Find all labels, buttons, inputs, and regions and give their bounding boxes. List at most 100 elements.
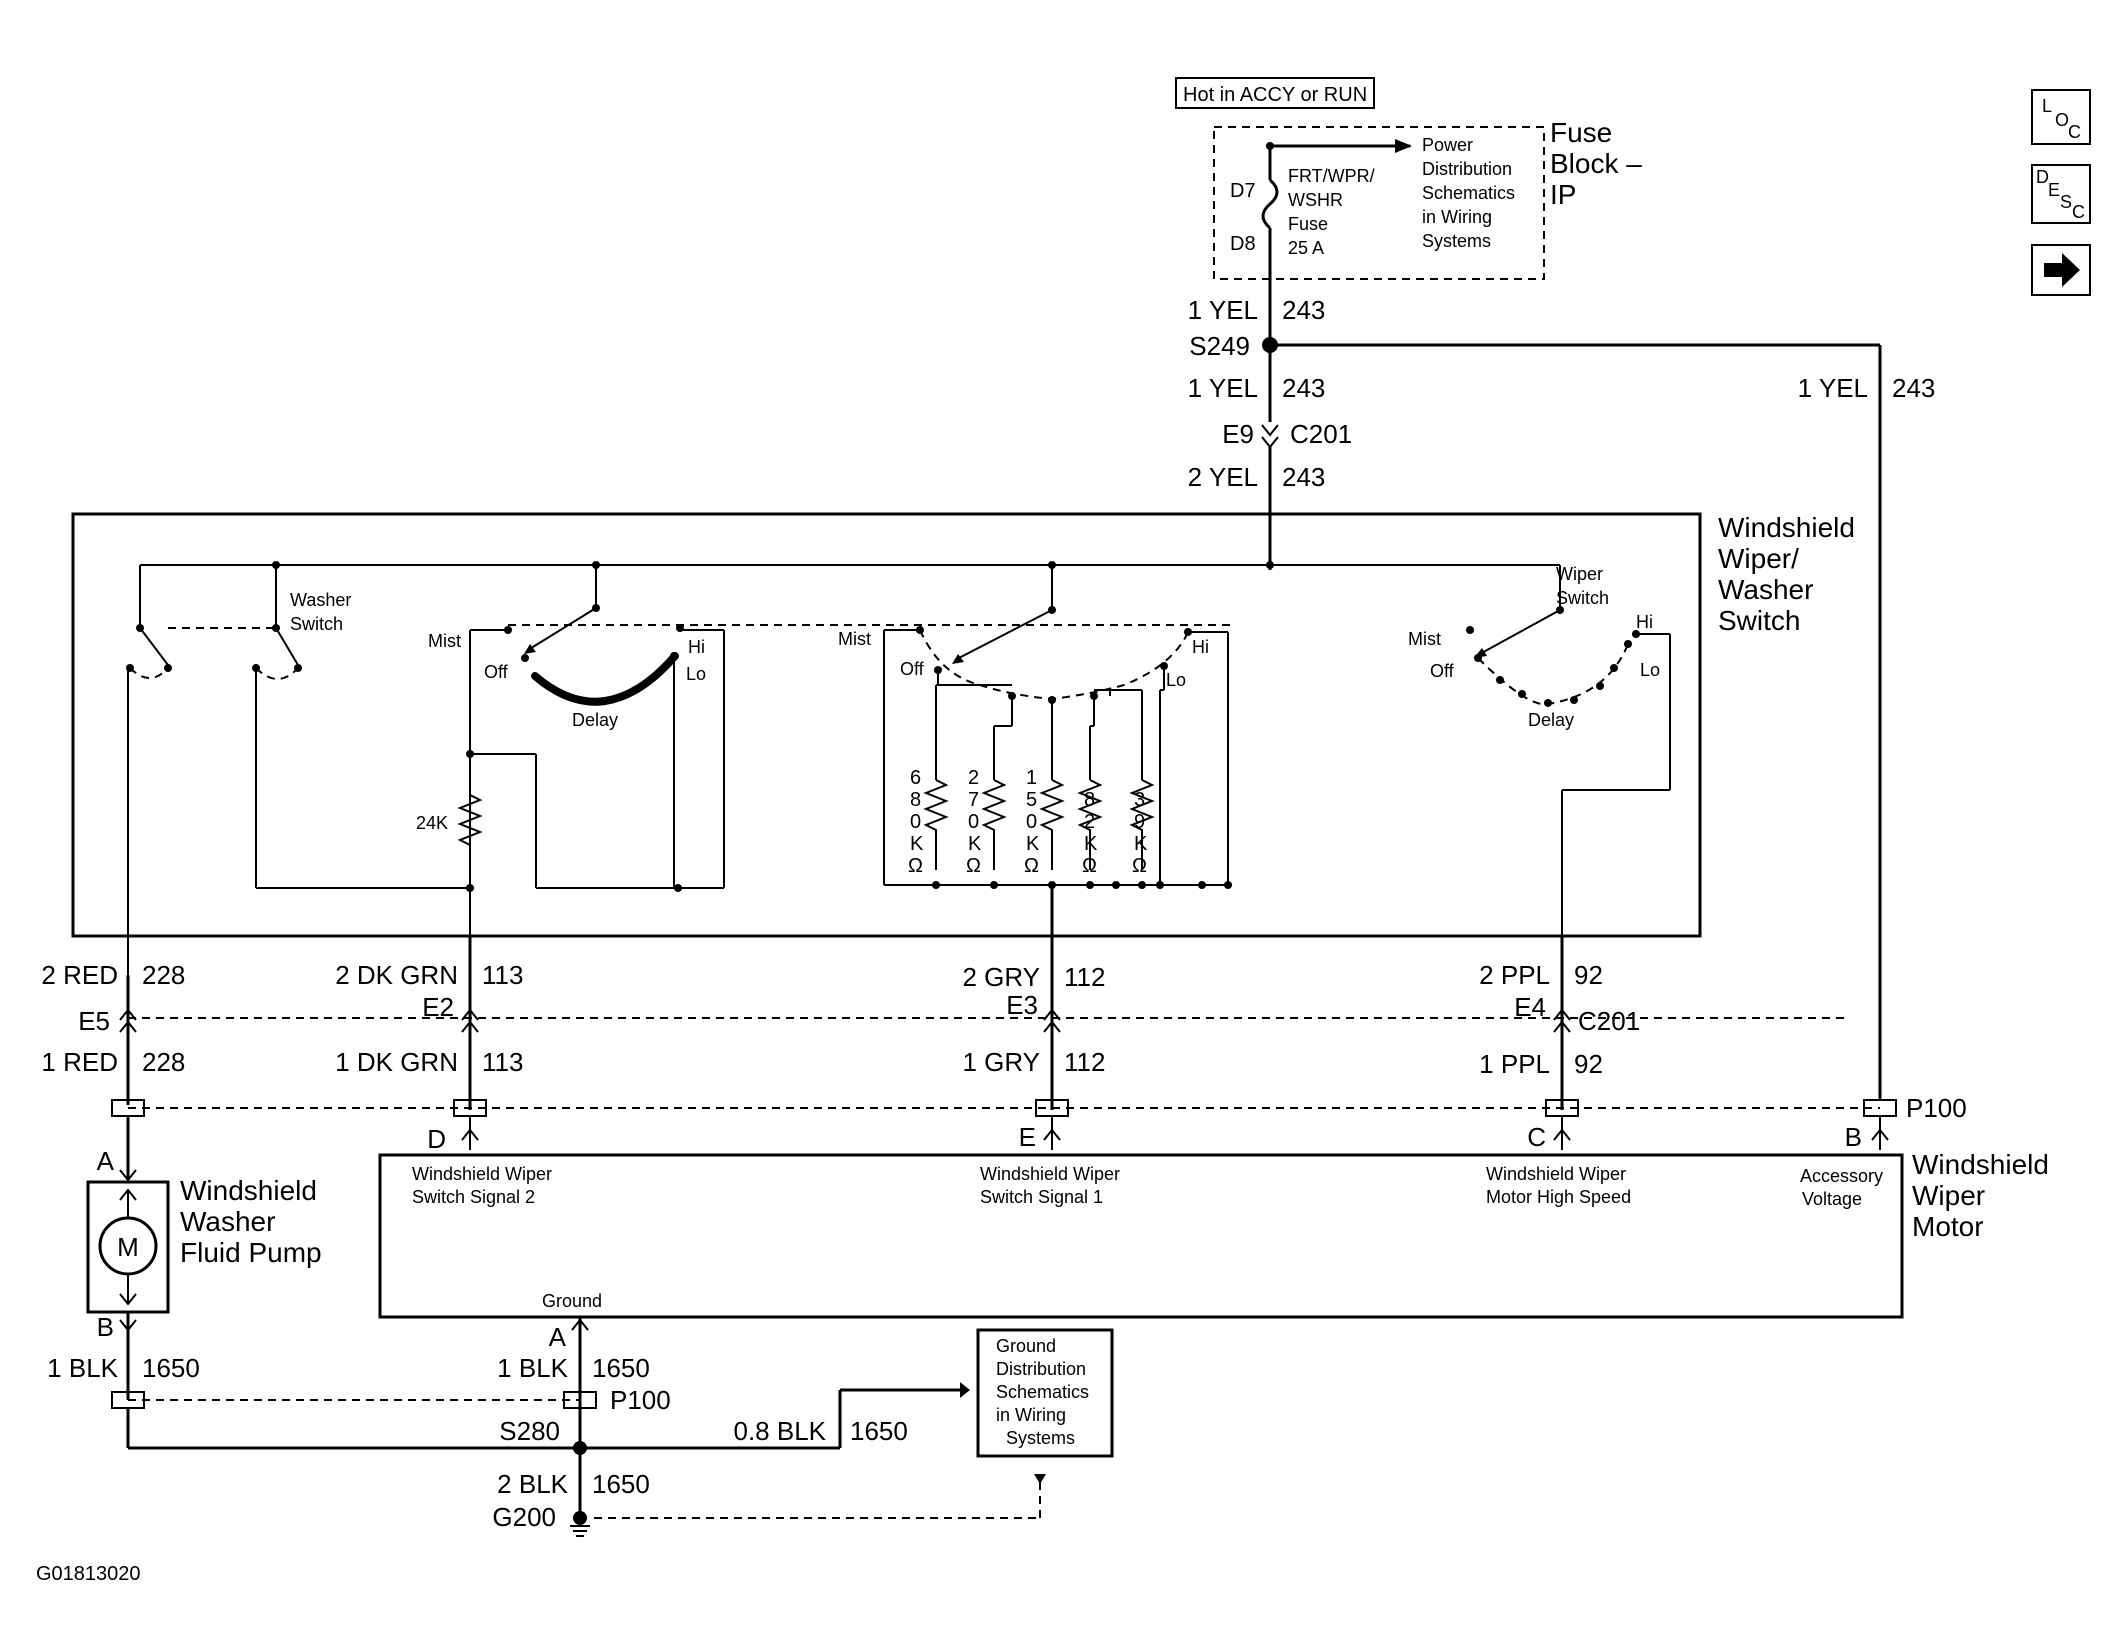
ground-ref-gauge: 0.8 BLK [733, 1416, 826, 1446]
ground-main-circuit: 1650 [592, 1469, 650, 1499]
fuse-block-title-1: Fuse [1550, 117, 1612, 148]
motor-signal1-line2: Switch Signal 1 [980, 1187, 1103, 1207]
left-off-label: Off [484, 662, 509, 682]
r680-char-2: 8 [910, 789, 921, 811]
power-ref-3: Schematics [1422, 183, 1515, 203]
fuse-text-3: Fuse [1288, 214, 1328, 234]
ground-pump-circuit: 1650 [142, 1353, 200, 1383]
switch-title-4: Switch [1718, 605, 1800, 636]
next-button[interactable] [2031, 244, 2091, 296]
r39-char-4: Ω [1132, 855, 1147, 877]
motor-title-2: Wiper [1912, 1180, 1985, 1211]
r680-char-1: 6 [910, 767, 921, 789]
r270-char-3: 0 [968, 811, 979, 833]
r150-char-2: 5 [1026, 789, 1037, 811]
feed-splice-label: S249 [1189, 331, 1250, 361]
resistor-270k-label: 2 7 0 K Ω [966, 767, 982, 877]
wire3-top-gauge: 2 PPL [1479, 960, 1550, 990]
pump-pin-a: A [97, 1146, 115, 1176]
p100-label: P100 [1906, 1093, 1967, 1123]
ground-ref-1: Ground [996, 1336, 1056, 1356]
ground-splice-label: S280 [499, 1416, 560, 1446]
r270-char-2: 7 [968, 789, 979, 811]
wiper-switch-label-2: Switch [1556, 588, 1609, 608]
pump-title-1: Windshield [180, 1175, 317, 1206]
wire3-bottom-gauge: 1 PPL [1479, 1049, 1550, 1079]
mid-hi-label: Hi [1192, 637, 1209, 657]
motor-signal2-line1: Windshield Wiper [412, 1164, 552, 1184]
loc-letter-l: L [2042, 96, 2052, 116]
wire1-motor-pin: D [427, 1124, 446, 1154]
resistor-680k-icon [923, 779, 949, 870]
motor-accessory-line1: Accessory [1800, 1166, 1883, 1186]
wire1-bottom-gauge: 1 DK GRN [335, 1047, 458, 1077]
c201-label: C201 [1578, 1006, 1640, 1036]
loc-button[interactable]: L O C [2031, 89, 2091, 145]
wire1-pin: E2 [422, 992, 454, 1022]
right-arrow-icon [2044, 253, 2080, 287]
loc-letter-o: O [2055, 110, 2069, 130]
resistor-82k-icon [1077, 779, 1103, 870]
wire1-top-gauge: 2 DK GRN [335, 960, 458, 990]
resistor-24k-label: 24K [416, 813, 448, 833]
fuse-text-1: FRT/WPR/ [1288, 166, 1375, 186]
pump-motor-symbol: M [117, 1232, 139, 1262]
motor-ground-pin: A [549, 1322, 567, 1352]
wire2-top-gauge: 2 GRY [962, 962, 1040, 992]
right-delay-label: Delay [1528, 710, 1574, 730]
desc-button[interactable]: D E S C [2031, 164, 2091, 224]
r150-char-3: 0 [1026, 811, 1037, 833]
r150-char-5: Ω [1024, 855, 1039, 877]
left-mist-label: Mist [428, 631, 461, 651]
ground-p100-label: P100 [610, 1385, 671, 1415]
pump-motor-icon [98, 1216, 158, 1276]
motor-signal2-line2: Switch Signal 2 [412, 1187, 535, 1207]
ground-motor-gauge: 1 BLK [497, 1353, 568, 1383]
motor-highspeed-line2: Motor High Speed [1486, 1187, 1631, 1207]
ground-ref-circuit: 1650 [850, 1416, 908, 1446]
wiper-switch-label-1: Wiper [1556, 564, 1603, 584]
r680-char-4: K [910, 833, 924, 855]
switch-title-1: Windshield [1718, 512, 1855, 543]
fuse-text-4: 25 A [1288, 238, 1324, 258]
feed-w2-gauge: 1 YEL [1188, 373, 1258, 403]
figure-id: G01813020 [36, 1563, 141, 1585]
loc-letter-c: C [2068, 122, 2081, 142]
r680-char-3: 0 [910, 811, 921, 833]
fuse-block-title-2: Block – [1550, 148, 1642, 179]
r39-char-3: K [1134, 833, 1148, 855]
wire0-top-circuit: 228 [142, 960, 185, 990]
ground-ref-5: Systems [1006, 1428, 1075, 1448]
ground-point-label: G200 [492, 1502, 556, 1532]
hot-label-box [1175, 77, 1375, 109]
arrow-icon [1395, 139, 1412, 153]
power-ref-5: Systems [1422, 231, 1491, 251]
resistor-150k-icon [1039, 779, 1065, 870]
ground-icon [570, 1525, 590, 1537]
switch-title-2: Wiper/ [1718, 543, 1799, 574]
right-mist-label: Mist [1408, 629, 1441, 649]
motor-highspeed-line1: Windshield Wiper [1486, 1164, 1626, 1184]
resistor-39k-icon [1129, 779, 1155, 870]
desc-letter-s: S [2060, 192, 2072, 212]
r270-char-4: K [968, 833, 982, 855]
r39-char-1: 3 [1134, 789, 1145, 811]
right-off-label: Off [1430, 661, 1455, 681]
fuse-block-title-3: IP [1550, 179, 1576, 210]
wiper-motor-box [378, 1153, 1904, 1319]
right-lo-label: Lo [1640, 660, 1660, 680]
r150-char-1: 1 [1026, 767, 1037, 789]
ground-ref-4: in Wiring [996, 1405, 1066, 1425]
wire3-pin: E4 [1514, 992, 1546, 1022]
switch-assembly-box [71, 512, 1702, 938]
motor-accessory-line2: Voltage [1802, 1189, 1862, 1209]
r150-char-4: K [1026, 833, 1040, 855]
resistor-82k-label: 8 2 K Ω [1082, 789, 1098, 877]
pump-title-2: Washer [180, 1206, 275, 1237]
washer-switch-label-1: Washer [290, 590, 351, 610]
wire2-top-circuit: 112 [1064, 962, 1105, 992]
wire0-bottom-gauge: 1 RED [41, 1047, 118, 1077]
delay-arc [531, 652, 679, 706]
wire1-top-circuit: 113 [482, 960, 523, 990]
